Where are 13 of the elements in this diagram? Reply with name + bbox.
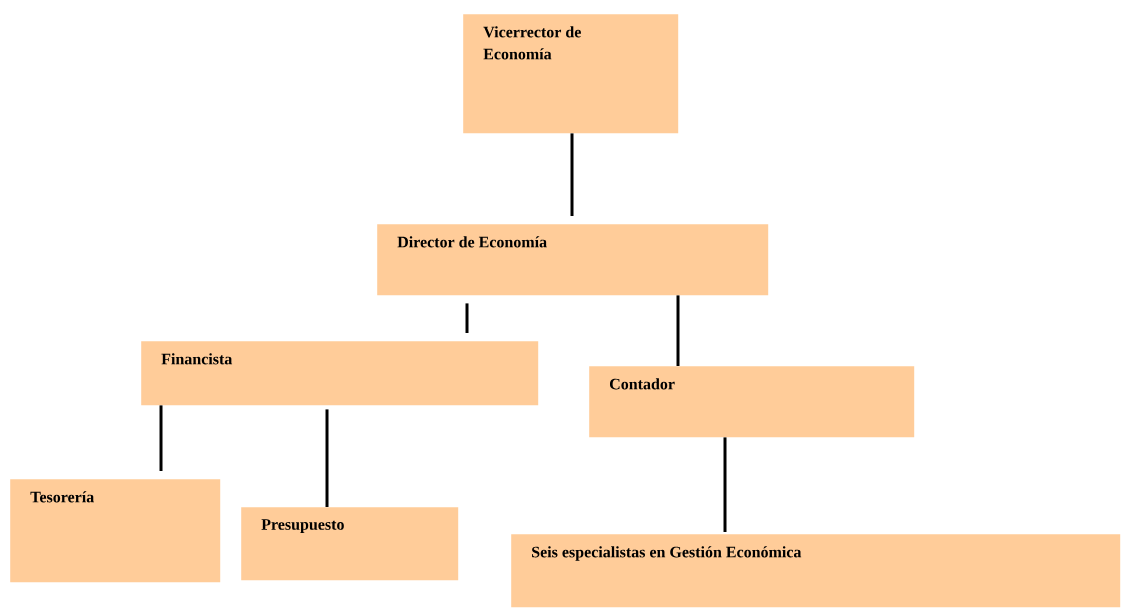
org-box: Presupuesto <box>241 507 459 581</box>
connector-line <box>570 133 574 216</box>
connector-line <box>159 405 163 471</box>
org-box: Vicerrector de Economía <box>463 14 679 134</box>
org-box: Contador <box>589 366 915 438</box>
connector-line <box>723 437 727 532</box>
connector-line <box>325 409 329 507</box>
connector-line <box>676 295 680 366</box>
org-box: Seis especialistas en Gestión Económica <box>511 534 1121 608</box>
org-box: Director de Economía <box>377 224 769 296</box>
org-box: Tesorería <box>10 479 221 583</box>
org-box: Financista <box>141 341 539 406</box>
connector-line <box>465 303 469 333</box>
